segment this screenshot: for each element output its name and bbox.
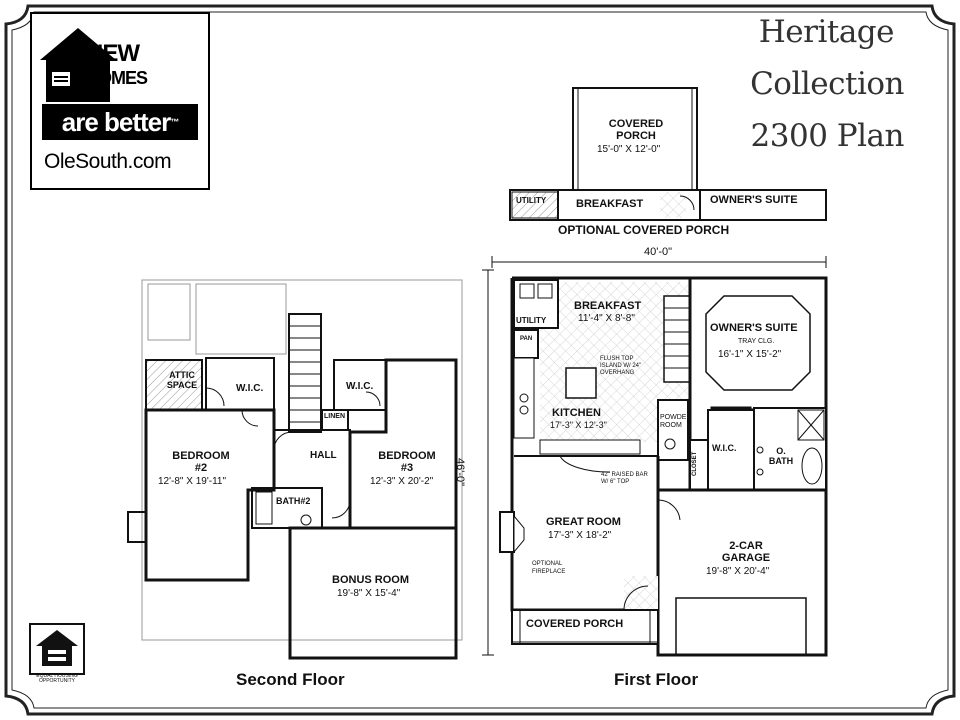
pantry-label: PAN xyxy=(520,336,533,342)
first-floor-width-dim: 40'-0" xyxy=(644,246,673,258)
hall-label: HALL xyxy=(310,450,337,461)
optional-porch-utility-label: UTILITY xyxy=(516,196,547,205)
logo-url: OleSouth.com xyxy=(44,150,172,173)
logo-homes-text: HOMES xyxy=(86,68,148,88)
first-floor-plan xyxy=(482,256,828,657)
breakfast-dims: 11'-4" X 8'-8" xyxy=(578,313,635,324)
bedroom-2-dims: 12'-8" X 19'-11" xyxy=(158,476,226,487)
optional-porch-covered-porch-label: COVERED PORCH xyxy=(608,118,664,142)
second-floor-caption: Second Floor xyxy=(236,670,345,689)
optional-porch-caption: OPTIONAL COVERED PORCH xyxy=(558,223,730,237)
owners-suite-dims: 16'-1" X 15'-2" xyxy=(718,349,782,360)
bath-2-label: BATH#2 xyxy=(276,496,311,506)
title-line-3: 2300 Plan xyxy=(750,118,905,154)
great-room-label: GREAT ROOM xyxy=(546,516,621,528)
bedroom-3-label: BEDROOM#3 xyxy=(378,450,436,474)
wic-left-label: W.I.C. xyxy=(236,383,264,394)
bedroom-2-label: BEDROOM#2 xyxy=(172,450,230,474)
title-line-2: Collection xyxy=(750,66,904,102)
breakfast-label: BREAKFAST xyxy=(574,300,642,312)
great-room-dims: 17'-3" X 18'-2" xyxy=(548,530,612,541)
owners-bath-label: O.BATH xyxy=(768,446,794,466)
optional-porch-detail xyxy=(509,87,827,221)
owners-suite-label: OWNER'S SUITE xyxy=(710,322,798,334)
bonus-room-dims: 19'-8" X 15'-4" xyxy=(337,588,401,599)
utility-label: UTILITY xyxy=(516,316,547,325)
kitchen-label: KITCHEN xyxy=(552,407,601,419)
kitchen-dims: 17'-3" X 12'-3" xyxy=(550,420,607,430)
owners-suite-note: TRAY CLG. xyxy=(738,338,775,345)
closet-label: CLOSET xyxy=(692,451,698,476)
new-homes-logo xyxy=(30,12,210,190)
logo-new-text: NEW xyxy=(86,40,140,67)
optional-porch-owners-suite-label: OWNER'S SUITE xyxy=(710,194,798,206)
first-floor-depth-dim: 46'-0" xyxy=(454,458,466,487)
bonus-room-label: BONUS ROOM xyxy=(332,574,409,586)
second-floor-plan xyxy=(127,279,463,660)
linen-label: LINEN xyxy=(324,413,345,420)
first-floor-caption: First Floor xyxy=(614,670,699,689)
bedroom-3-dims: 12'-3" X 20'-2" xyxy=(370,476,434,487)
title-line-1: Heritage xyxy=(758,14,895,50)
optional-porch-breakfast-label: BREAKFAST xyxy=(576,198,644,210)
garage-dims: 19'-8" X 20'-4" xyxy=(706,566,770,577)
wic-right-label: W.I.C. xyxy=(346,381,374,392)
optional-porch-covered-porch-dims: 15'-0" X 12'-0" xyxy=(597,144,661,155)
logo-are-better-text: are better™ xyxy=(42,104,198,140)
covered-porch-label: COVERED PORCH xyxy=(526,618,624,630)
equal-housing-icon xyxy=(29,623,85,675)
wic-label: W.I.C. xyxy=(712,443,737,453)
